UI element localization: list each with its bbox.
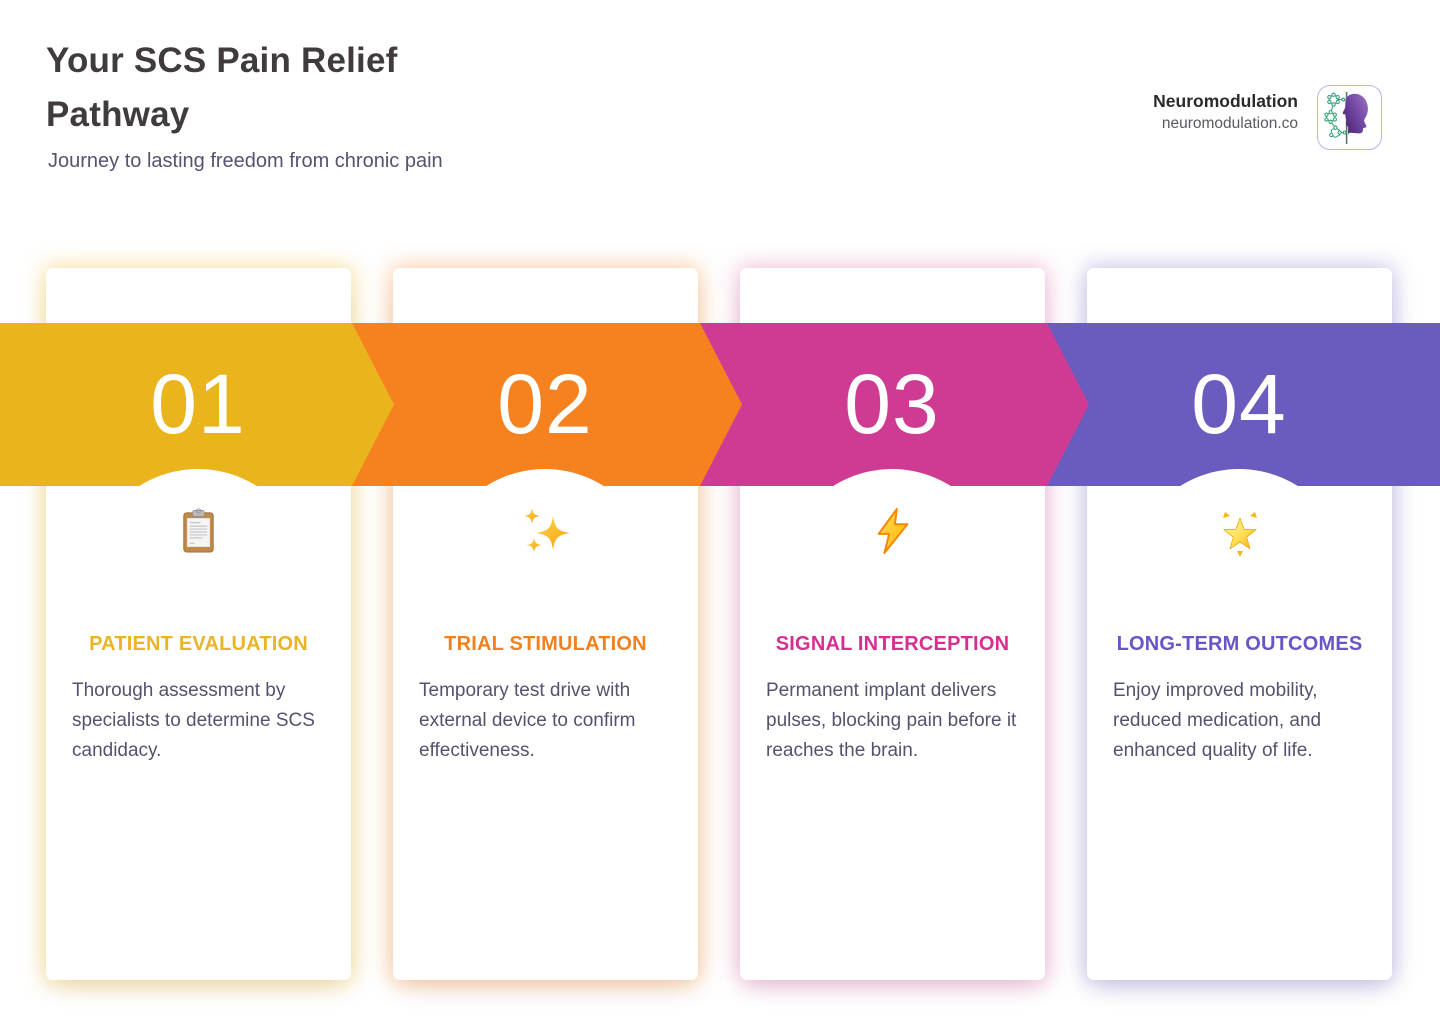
arrow-segment-1	[0, 323, 394, 486]
step-description: Temporary test drive with external devic…	[419, 680, 636, 761]
band-notch-1	[88, 469, 308, 689]
step-description: Permanent implant delivers pulses, block…	[766, 680, 1017, 761]
step-card-4-content: LONG-TERM OUTCOMES Enjoy improved mobili…	[1087, 502, 1392, 1024]
step-card-2-content: TRIAL STIMULATION Temporary test drive w…	[393, 502, 698, 1024]
step-card-1-content: PATIENT EVALUATION Thorough assessment b…	[46, 502, 351, 1024]
brand-name: Neuromodulation	[1153, 91, 1298, 111]
arrow-segment-4	[1047, 323, 1440, 486]
lightning-icon	[766, 502, 1019, 560]
band-notch-4	[1129, 469, 1349, 689]
brand-logo	[1317, 85, 1382, 150]
step-number-2: 02	[497, 357, 593, 451]
step-description: Thorough assessment by specialists to de…	[72, 680, 315, 761]
pathway-arrow-band	[0, 323, 1440, 486]
step-title: PATIENT EVALUATION	[89, 633, 308, 655]
neuromodulation-head-icon	[1323, 91, 1368, 145]
step-number-1: 01	[150, 357, 246, 451]
page-title-line2: Pathway	[46, 95, 190, 134]
brand-domain: neuromodulation.co	[1161, 115, 1298, 132]
step-description: Enjoy improved mobility, reduced medicat…	[1113, 680, 1322, 761]
band-notch-3	[782, 469, 1002, 689]
glowing-star-icon	[1113, 502, 1366, 560]
page-title-line1: Your SCS Pain Relief	[46, 41, 398, 80]
step-card-3-content: SIGNAL INTERCEPTION Permanent implant de…	[740, 502, 1045, 1024]
page-subtitle: Journey to lasting freedom from chronic …	[48, 150, 443, 172]
brand-text: Neuromodulation neuromodulation.co	[1153, 90, 1298, 136]
step-title: SIGNAL INTERCEPTION	[775, 633, 1010, 655]
clipboard-icon	[72, 502, 325, 560]
step-number-3: 03	[844, 357, 940, 451]
step-title: TRIAL STIMULATION	[444, 633, 647, 655]
arrow-segment-2	[352, 323, 742, 486]
step-number-4: 04	[1191, 357, 1287, 451]
arrow-segment-3	[700, 323, 1089, 486]
band-notch-2	[435, 469, 655, 689]
sparkles-icon	[419, 502, 672, 560]
step-title: LONG-TERM OUTCOMES	[1116, 633, 1363, 655]
